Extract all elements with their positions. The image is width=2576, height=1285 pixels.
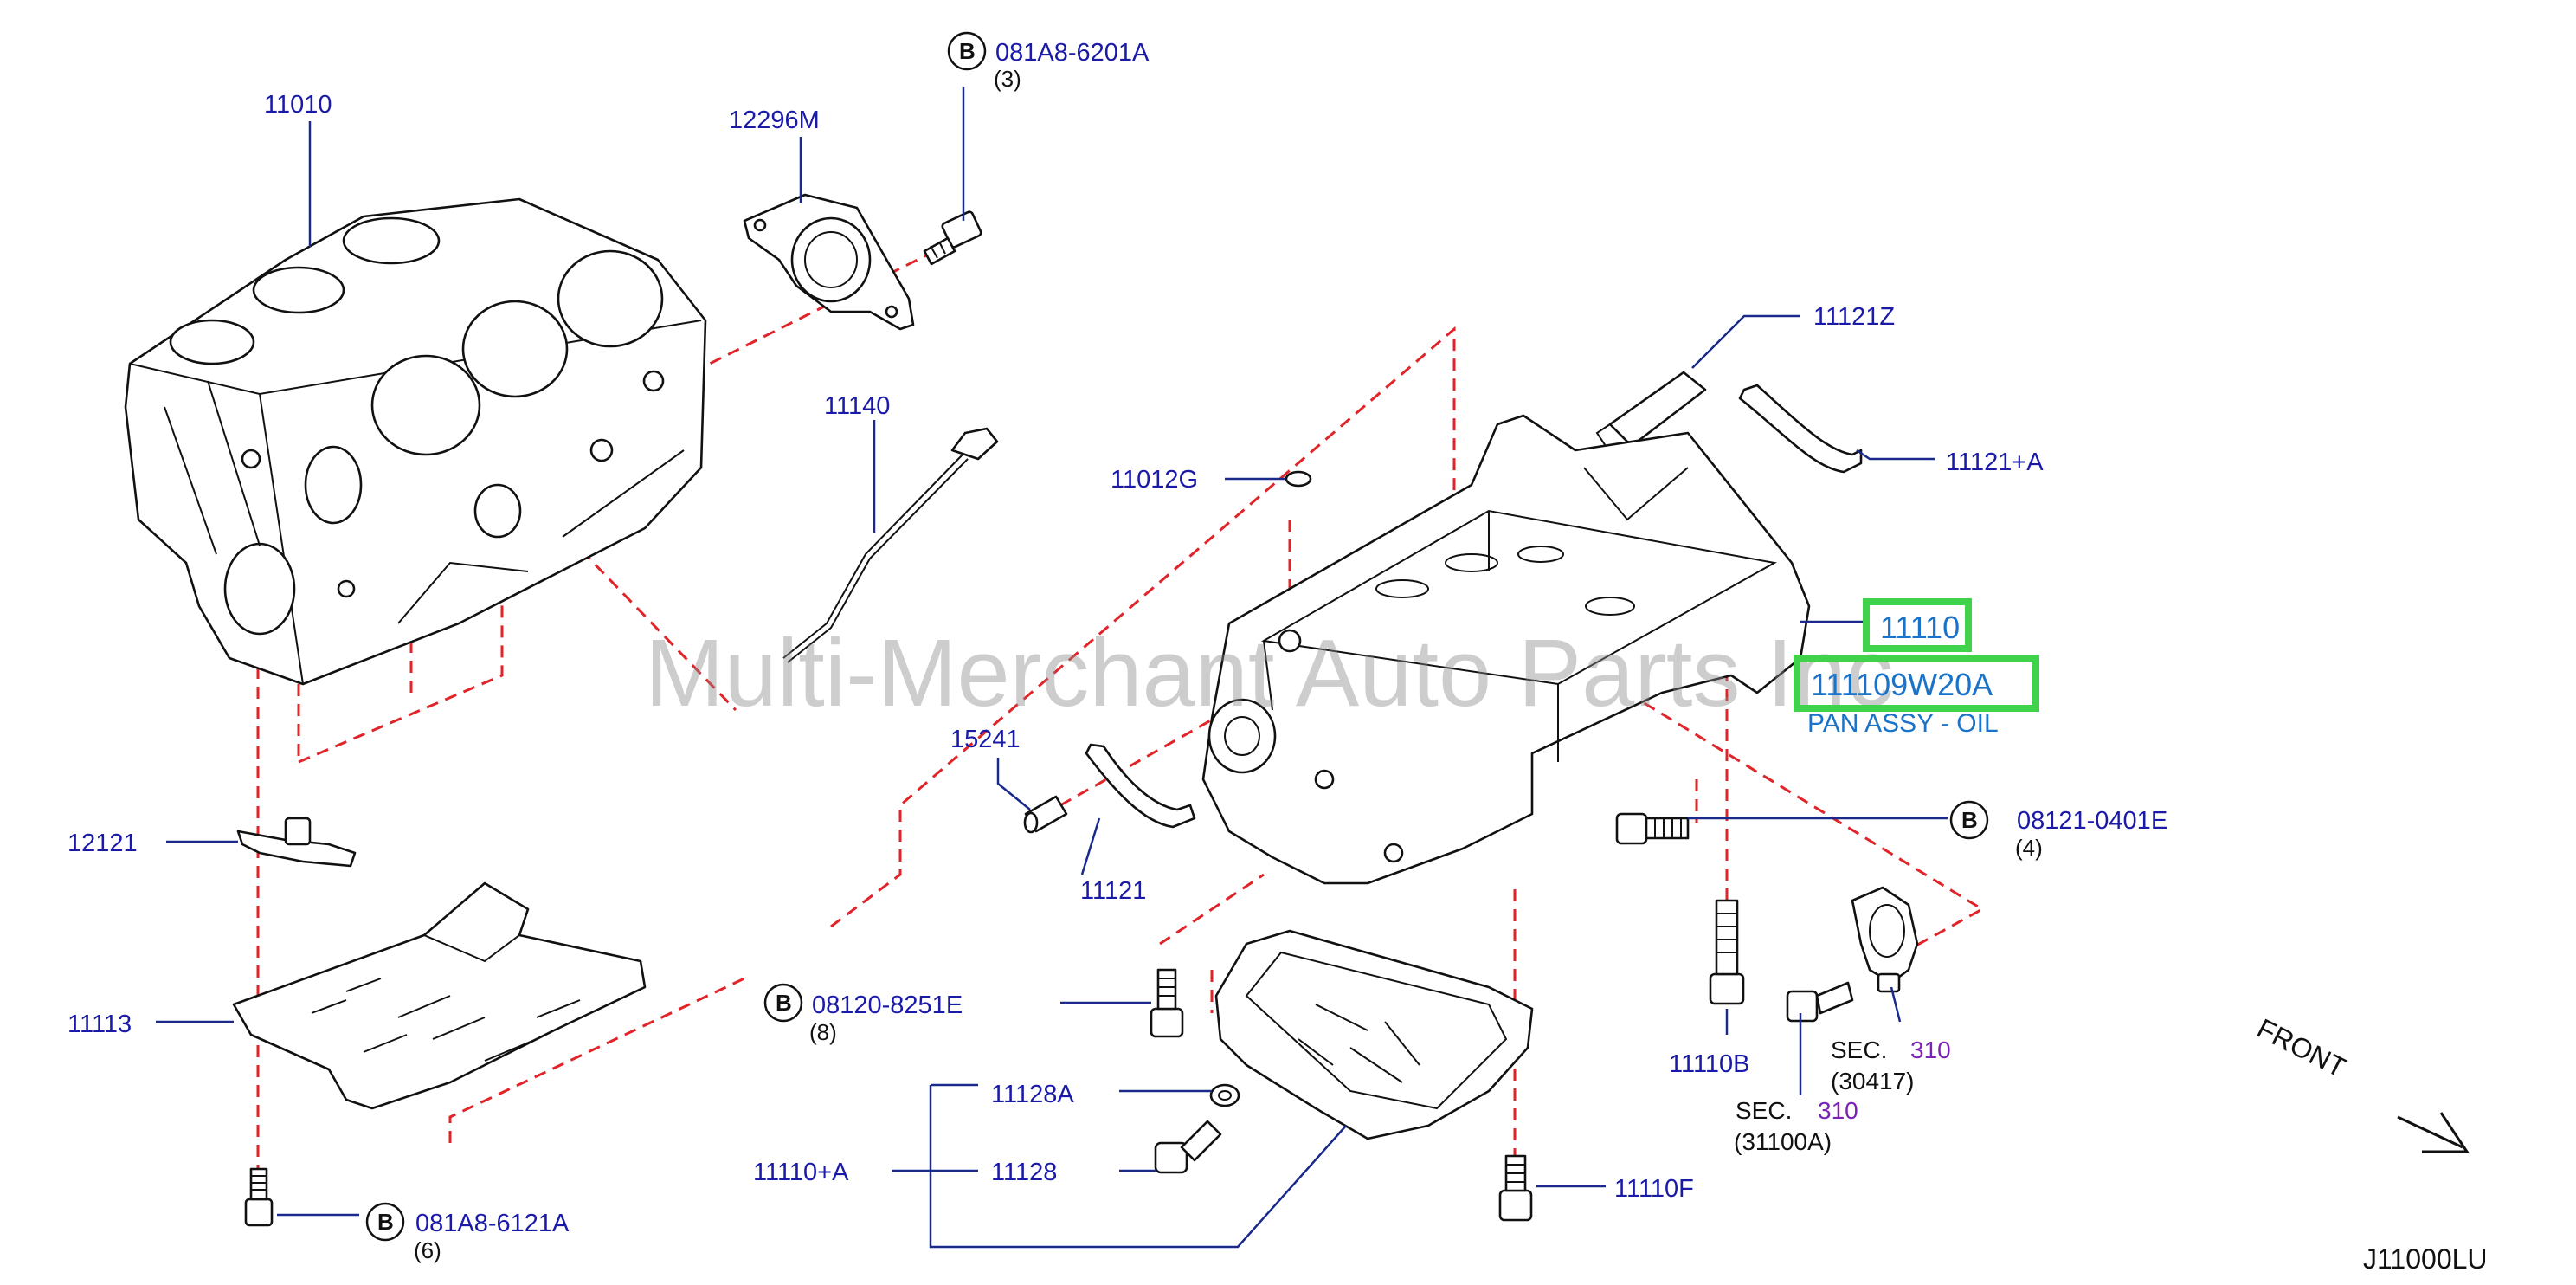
section-label: SEC.	[1831, 1036, 1887, 1063]
cylinder-block-11010	[124, 197, 707, 686]
section-label: SEC.	[1736, 1097, 1792, 1124]
label-11110F[interactable]: 11110F	[1614, 1175, 1694, 1203]
label-11110B[interactable]: 11110B	[1669, 1050, 1750, 1078]
label-11012G[interactable]: 11012G	[1111, 466, 1198, 494]
bolt-sec-31100A	[1786, 981, 1854, 1023]
lower-oil-pan-11110A	[1214, 929, 1534, 1140]
oil-seal-retainer-12296M	[743, 193, 915, 331]
label-11128[interactable]: 11128	[991, 1159, 1057, 1186]
assembly-dashed-lines	[256, 249, 1985, 1195]
bracket-sec-30417	[1851, 886, 1919, 993]
front-label: FRONT	[2252, 1012, 2352, 1083]
label-081A8-6121A[interactable]: 081A8-6121A	[415, 1210, 570, 1237]
label-081A8-6201A[interactable]: 081A8-6201A	[995, 39, 1150, 67]
label-11010[interactable]: 11010	[264, 91, 332, 119]
bolt-08121-0401E	[1615, 812, 1690, 845]
highlight-part-number[interactable]: 111109W20A	[1811, 667, 1993, 702]
section-ref: (30417)	[1831, 1068, 1915, 1095]
oil-baffle-plate-11113	[232, 881, 647, 1110]
bolt-11110B	[1709, 899, 1745, 1005]
bolt-marker-b: B	[1961, 807, 1978, 833]
bolt-11110F	[1498, 1154, 1533, 1222]
seal-strip-11121A	[1738, 384, 1863, 474]
bolt-08120-8251E	[1150, 968, 1184, 1038]
dowel-pin-15241	[1023, 795, 1068, 834]
o-ring-11012G	[1285, 470, 1312, 488]
qty-3: (3)	[994, 66, 1021, 92]
washer-11128A	[1209, 1083, 1240, 1107]
label-11121Z[interactable]: 11121Z	[1813, 303, 1895, 331]
qty-4: (4)	[2015, 835, 2043, 861]
label-12121[interactable]: 12121	[68, 830, 138, 857]
label-08120-8251E[interactable]: 08120-8251E	[812, 991, 963, 1019]
label-15241[interactable]: 15241	[950, 726, 1021, 753]
highlight-description: PAN ASSY - OIL	[1807, 709, 1999, 738]
upper-oil-pan-11110	[1201, 414, 1811, 885]
bolt-marker-b: B	[959, 38, 976, 64]
label-11128A[interactable]: 11128A	[991, 1081, 1074, 1108]
label-11121A[interactable]: 11121+A	[1946, 449, 2044, 476]
section-ref: (31100A)	[1734, 1128, 1832, 1155]
bolt-marker-b: B	[377, 1209, 394, 1235]
part-labels[interactable]: 11010 12296M 081A8-6201A (3) 11140 11121…	[68, 39, 2167, 1263]
baffle-12121	[236, 817, 357, 868]
watermark: Multi-Merchant Auto Parts Inc	[645, 620, 1894, 726]
label-11110A[interactable]: 11110+A	[753, 1159, 849, 1186]
oil-dipstick-11140	[782, 427, 999, 663]
seal-strip-11121	[1085, 743, 1196, 829]
label-11121[interactable]: 11121	[1080, 877, 1146, 905]
bolt-081A8-6121A	[244, 1167, 274, 1227]
qty-8: (8)	[809, 1019, 837, 1045]
front-arrow-icon	[2397, 1112, 2470, 1153]
bolt-markers: B B B B	[365, 31, 1989, 1242]
qty-6: (6)	[414, 1237, 441, 1263]
section-number[interactable]: 310	[1910, 1036, 1951, 1063]
section-number[interactable]: 310	[1818, 1097, 1858, 1124]
label-12296M[interactable]: 12296M	[729, 107, 820, 134]
highlight-ref-box[interactable]	[1863, 598, 1972, 652]
highlight-part-box[interactable]	[1794, 655, 2039, 712]
bolt-081A8-6201A	[923, 210, 982, 266]
leader-lines	[156, 87, 1948, 1249]
bolt-marker-b: B	[776, 990, 792, 1016]
label-11113[interactable]: 11113	[68, 1011, 132, 1038]
label-11140[interactable]: 11140	[824, 392, 890, 420]
label-08121-0401E[interactable]: 08121-0401E	[2017, 807, 2167, 835]
drain-plug-11128	[1154, 1120, 1222, 1174]
highlight-ref[interactable]: 11110	[1880, 610, 1960, 645]
diagram-code: J11000LU	[2363, 1243, 2488, 1275]
highlight-callout[interactable]: 11110 111109W20A PAN ASSY - OIL	[1794, 598, 2039, 738]
